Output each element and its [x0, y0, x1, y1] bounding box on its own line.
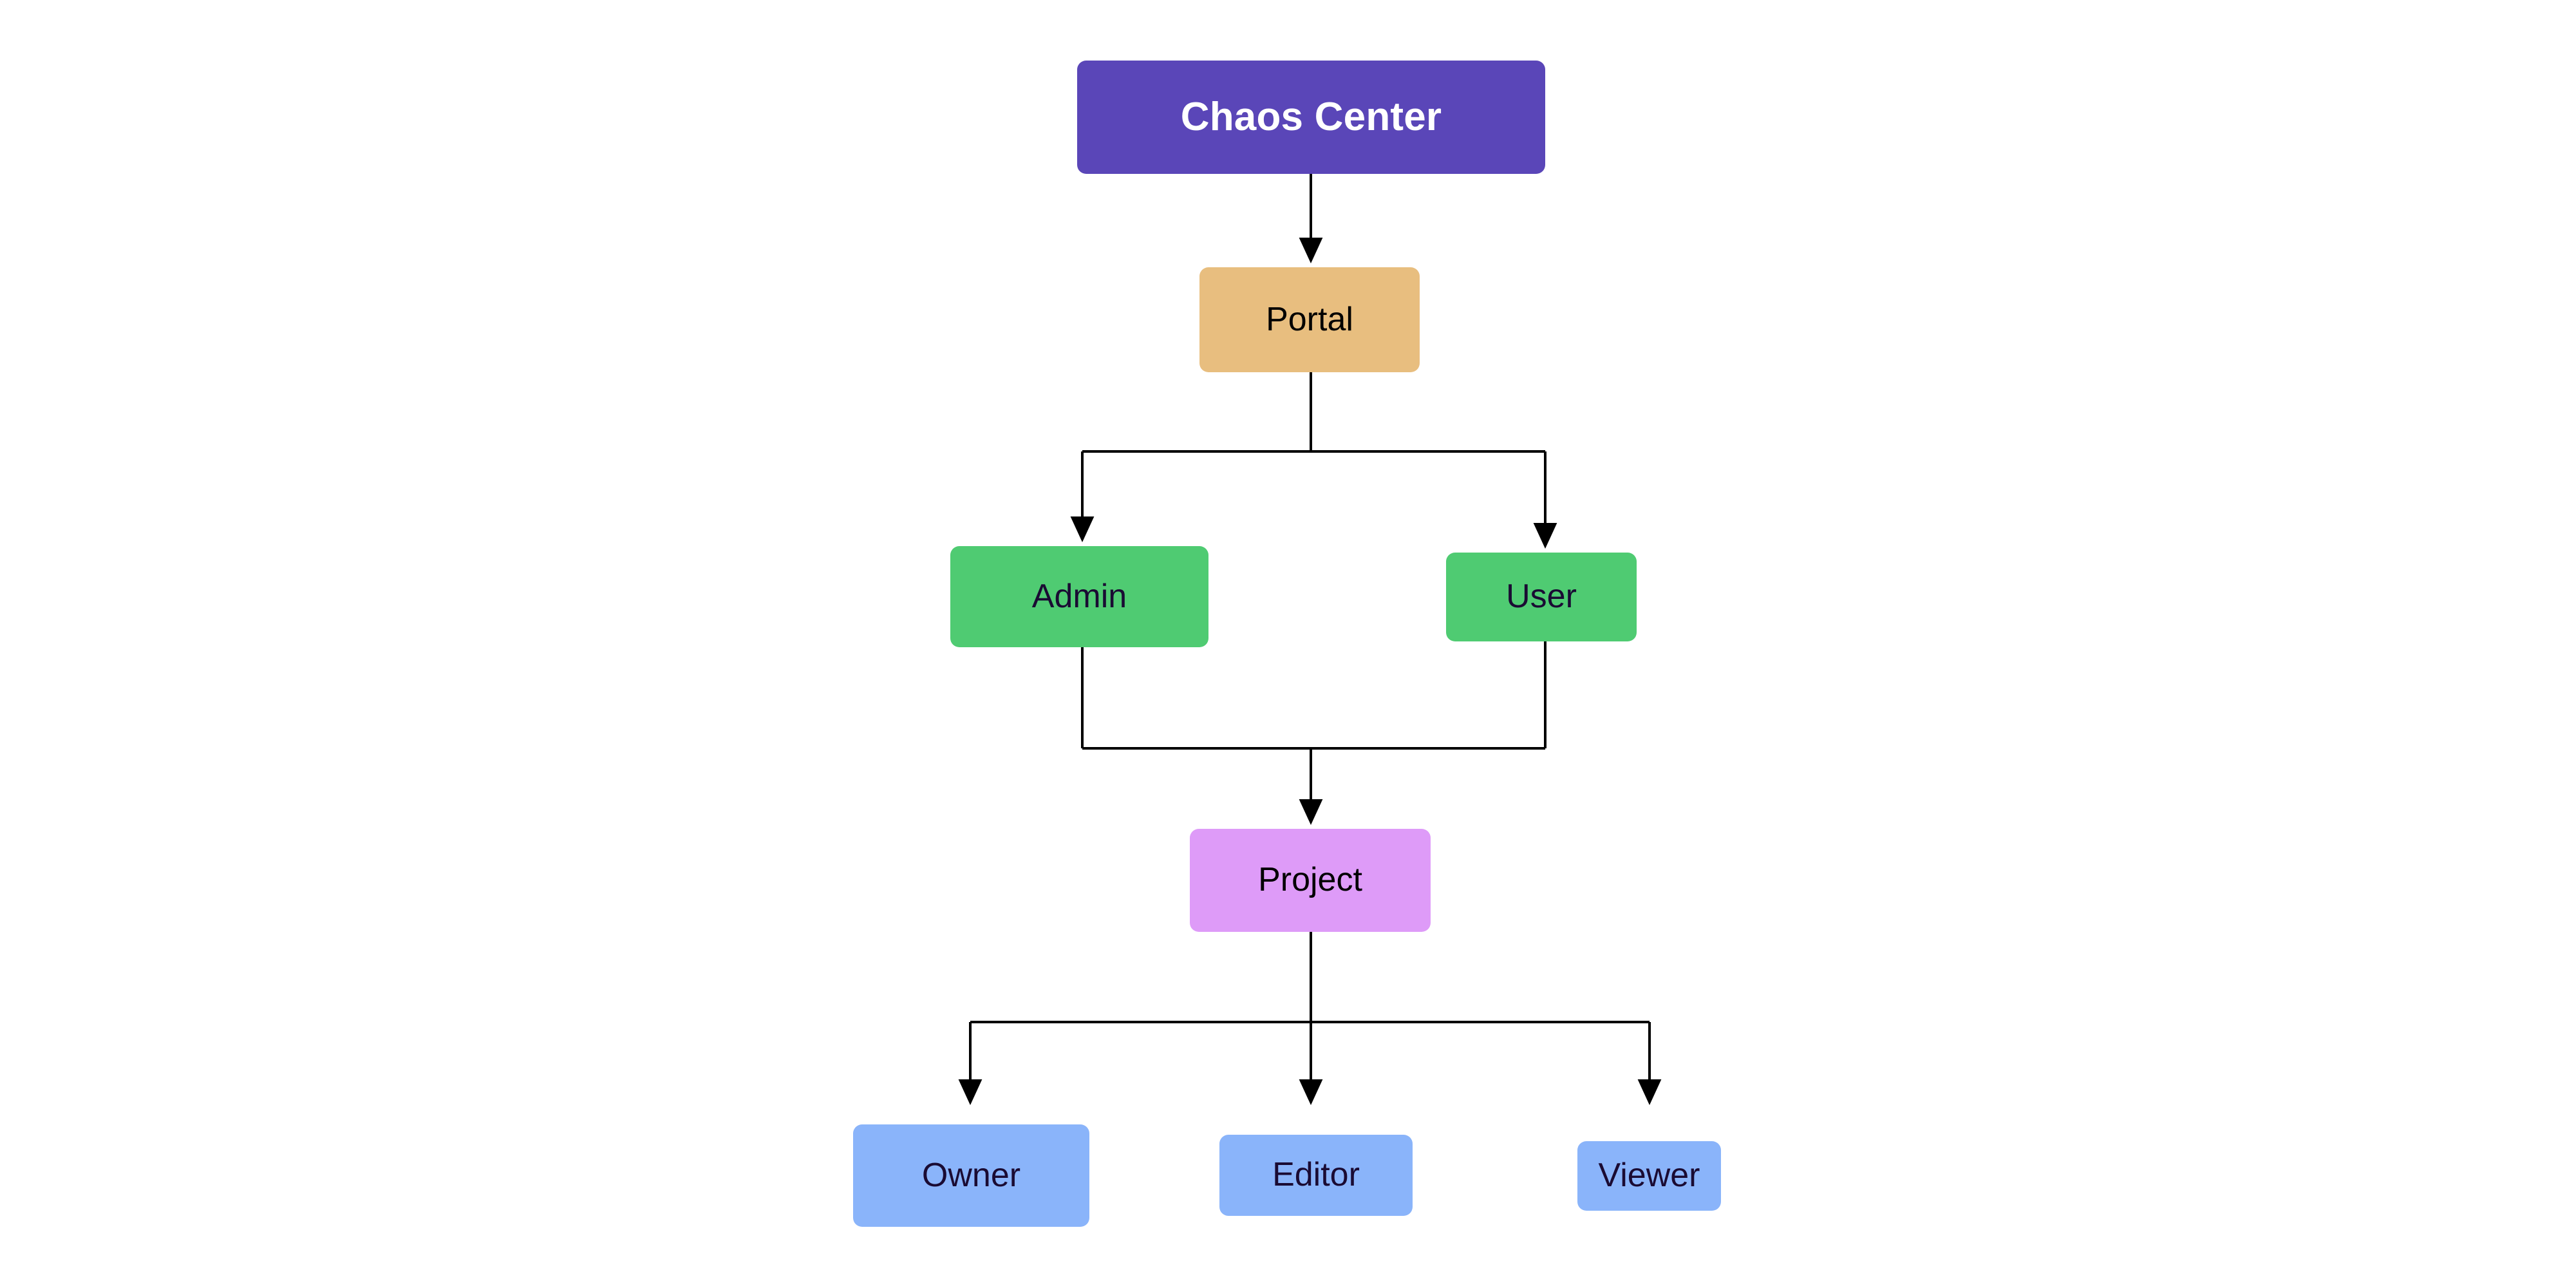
node-label-viewer: Viewer [1598, 1157, 1700, 1195]
node-chaos-center[interactable]: Chaos Center [1077, 61, 1545, 174]
node-label-owner: Owner [921, 1156, 1021, 1194]
node-project[interactable]: Project [1190, 829, 1431, 932]
node-label-editor: Editor [1272, 1156, 1360, 1194]
node-admin[interactable]: Admin [950, 546, 1208, 647]
node-viewer[interactable]: Viewer [1577, 1141, 1721, 1211]
node-owner[interactable]: Owner [853, 1124, 1089, 1227]
node-portal[interactable]: Portal [1199, 267, 1420, 372]
node-label-project: Project [1258, 861, 1362, 899]
node-label-user: User [1506, 578, 1577, 616]
node-label-portal: Portal [1266, 300, 1353, 338]
node-editor[interactable]: Editor [1219, 1135, 1413, 1216]
node-label-chaos-center: Chaos Center [1180, 94, 1442, 139]
node-user[interactable]: User [1446, 553, 1637, 641]
node-label-admin: Admin [1031, 577, 1127, 615]
